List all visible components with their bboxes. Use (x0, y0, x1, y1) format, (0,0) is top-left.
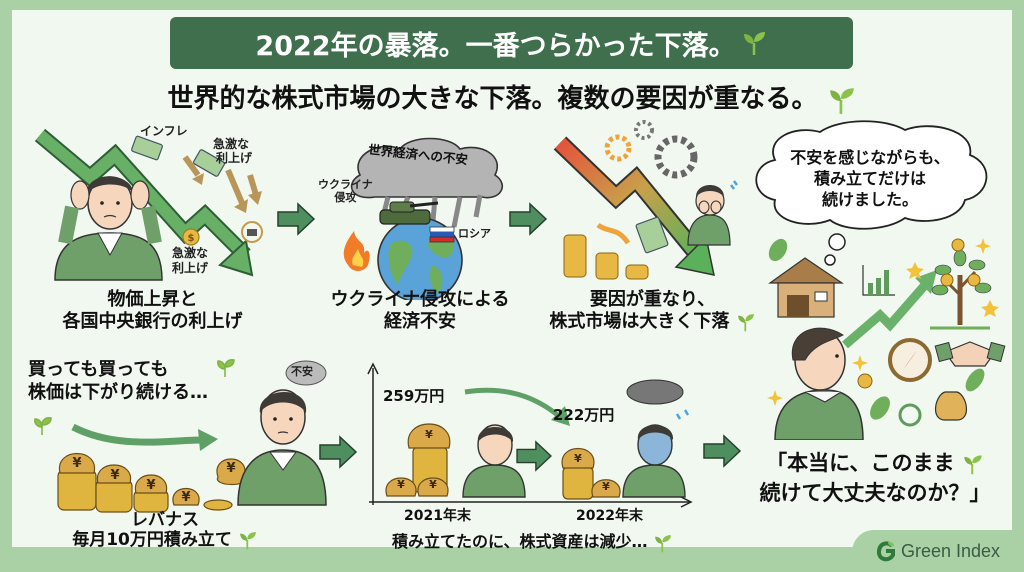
svg-text:¥: ¥ (574, 452, 582, 465)
brand-name: Green Index (900, 540, 1001, 561)
flow-arrow-icon (319, 435, 358, 469)
step3-caption-line2-text: 株式市場は大きく下落 (549, 310, 730, 332)
inflation-illustration: $ (34, 128, 263, 281)
quote-line1-text: 「本当に、このまま (766, 451, 955, 475)
sprout-icon (829, 87, 854, 114)
step3-caption: 要因が重なり、 株式市場は大きく下落 (545, 289, 760, 332)
green-index-logo-icon (876, 541, 895, 562)
sprout-icon (743, 32, 765, 55)
page-subtitle: 世界的な株式市場の大きな下落。複数の要因が重なる。 (0, 78, 1024, 115)
svg-text:¥: ¥ (146, 478, 155, 493)
step3-caption-line1: 要因が重なり、 (589, 289, 716, 310)
thought-line3: 続けました。 (821, 189, 918, 209)
chart-caption: 積み立てたのに、株式資産は減少… (360, 532, 705, 553)
inflation-label: インフレ (140, 124, 188, 138)
chart-caption-text: 積み立てたのに、株式資産は減少… (391, 532, 648, 551)
step2-caption-line2: 経済不安 (384, 310, 456, 332)
brand-badge: Green Index (852, 530, 1024, 572)
step1-caption-line2: 各国中央銀行の利上げ (62, 310, 243, 332)
step1-caption: 物価上昇と 各国中央銀行の利上げ (40, 289, 265, 332)
russia-label: ロシア (458, 227, 491, 240)
x-label-2021: 2021年末 (404, 508, 471, 524)
flow-arrow-icon (516, 440, 552, 472)
svg-text:¥: ¥ (226, 461, 235, 476)
thought-line2: 積み立てだけは (813, 168, 926, 188)
savings-bags-illustration: ¥ ¥ ¥ ¥ ¥ (34, 359, 327, 513)
sprout-icon (239, 532, 256, 550)
sprout-icon (737, 313, 754, 331)
rate-hike-label-1b: 利上げ (216, 151, 253, 165)
quote-line2: 続けて大丈夫なのか？」 (759, 481, 991, 506)
ukraine-invasion-illustration (343, 137, 504, 300)
closing-quote: 「本当に、このまま 続けて大丈夫なのか？」 (740, 448, 1010, 509)
content-panel (12, 10, 1012, 547)
bottom-left-caption: レバナス 毎月10万円積み立て (40, 510, 290, 551)
worry-bubble-text: 不安 (291, 365, 313, 378)
heading-line1: 買っても買っても (28, 359, 169, 380)
step2-caption: ウクライナ侵攻による 経済不安 (300, 289, 540, 332)
sprout-icon (655, 534, 671, 552)
svg-text:¥: ¥ (110, 468, 119, 483)
quote-line1: 「本当に、このまま (740, 448, 1010, 478)
step3-caption-line2: 株式市場は大きく下落 (545, 311, 760, 333)
subtitle-text: 世界的な株式市場の大きな下落。複数の要因が重なる。 (167, 84, 818, 114)
thought-line1: 不安を感じながらも、 (790, 148, 950, 167)
rate-hike-label-2a: 急激な (172, 246, 209, 260)
thought-bubble-text: 不安を感じながらも、 積み立てだけは 続けました。 (770, 148, 970, 210)
sprout-icon (964, 455, 982, 475)
svg-text:$: $ (188, 233, 195, 244)
asset-decline-chart: ¥ ¥ ¥ ¥ ¥ (367, 362, 693, 508)
caption-line2-text: 毎月10万円積み立て (72, 530, 232, 551)
svg-text:¥: ¥ (429, 478, 437, 491)
step1-caption-line1: 物価上昇と (107, 289, 198, 310)
title-banner: 2022年の暴落。一番つらかった下落。 (170, 17, 853, 69)
bottom-left-heading: 買っても買っても 株価は下がり続ける… (28, 358, 208, 405)
page-title: 2022年の暴落。一番つらかった下落。 (255, 30, 736, 62)
svg-text:¥: ¥ (602, 480, 610, 493)
thought-illustration (755, 120, 1006, 440)
market-crash-illustration (553, 120, 738, 280)
caption-line2: 毎月10万円積み立て (40, 530, 290, 550)
invasion-label: ウクライナ 侵攻 (318, 178, 373, 204)
flow-arrow-icon (277, 202, 316, 236)
x-label-2022: 2022年末 (576, 508, 643, 524)
rate-hike-label-2b: 利上げ (172, 261, 209, 275)
invasion-label-line1: ウクライナ (318, 178, 373, 191)
rate-hike-label-1a: 急激な (213, 137, 250, 151)
heading-line2: 株価は下がり続ける… (28, 382, 208, 404)
step2-caption-line1: ウクライナ侵攻による (330, 289, 510, 310)
flow-arrow-icon (703, 434, 742, 468)
flow-arrow-icon (509, 202, 548, 236)
yen-symbol: ¥ (72, 456, 81, 471)
invasion-label-line2: 侵攻 (334, 190, 357, 204)
caption-line1: レバナス (131, 510, 199, 530)
svg-text:¥: ¥ (397, 478, 405, 491)
svg-text:¥: ¥ (425, 428, 433, 441)
value-2021: 259万円 (383, 387, 445, 405)
svg-text:¥: ¥ (181, 490, 190, 505)
value-2022: 222万円 (553, 406, 615, 424)
